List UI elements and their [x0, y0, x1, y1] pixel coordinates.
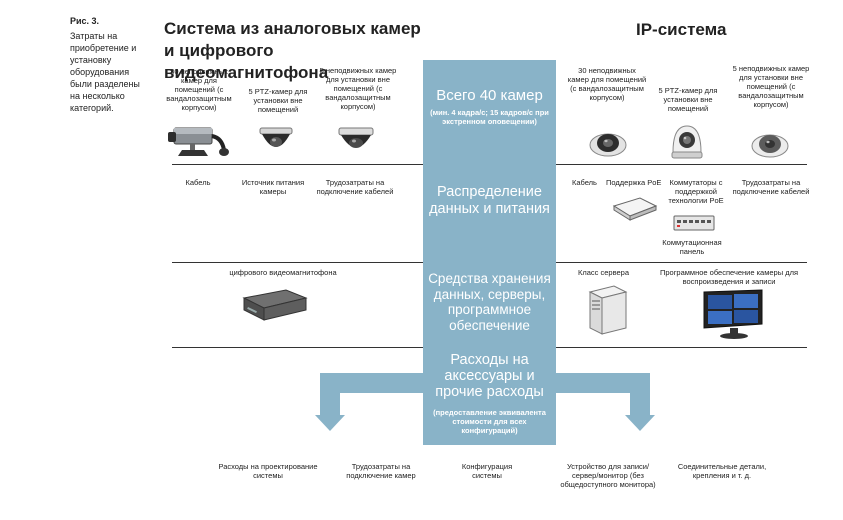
analog-fixed-outdoor-label: 5 неподвижных камер для установки вне по… [319, 66, 397, 111]
center-cameras-subtitle: (мин. 4 кадра/с; 15 кадров/с при экстрен… [430, 108, 549, 126]
network-switch-icon [673, 215, 715, 231]
analog-outdoor-dome-icon [338, 127, 374, 148]
ip-patch-panel-label: Коммутационная панель [662, 238, 722, 256]
ip-cable-label: Кабель [572, 178, 597, 187]
ip-outdoor-dome-icon [751, 134, 789, 158]
ip-fixed-indoor-label: 30 неподвижных камер для помещений (с ва… [567, 66, 647, 102]
system-configuration-label: Конфигурация системы [461, 462, 513, 480]
figure-caption: Затраты на приобретение и установку обор… [70, 31, 140, 113]
ip-poe-label: Поддержка PoE [606, 178, 662, 187]
ip-system-heading: IP-система [636, 20, 727, 39]
ip-fixed-outdoor-label: 5 неподвижных камер для установки вне по… [732, 64, 810, 109]
analog-power-supply-label: Источник питания камеры [241, 178, 305, 196]
server-tower-icon [588, 285, 628, 335]
ip-indoor-dome-icon [589, 133, 627, 157]
analog-fixed-indoor-label: 30 неподвижных камер для помещений (с ва… [166, 67, 232, 112]
poe-injector-icon [612, 197, 658, 221]
box-camera-icon [168, 127, 229, 156]
right-arrow-stem [630, 390, 650, 417]
design-costs-label: Расходы на проектирование системы [218, 462, 318, 480]
center-storage: Средства хранения данных, серверы, прогр… [428, 271, 551, 333]
camera-install-labor-label: Трудозатраты на подключение камер [346, 462, 416, 480]
dvr-recorder-icon [242, 289, 308, 321]
monitor-icon [703, 289, 763, 339]
center-cameras-title: Всего 40 камер [436, 87, 543, 104]
center-accessories-title: Расходы на аксессуары и прочие расходы [435, 352, 544, 400]
analog-cabling-labor-label: Трудозатраты на подключение кабелей [316, 178, 394, 196]
connectors-mounts-label: Соединительные детали, крепления и т. д. [677, 462, 767, 480]
arrow-crossbar [320, 373, 650, 393]
center-distribution: Распределение данных и питания [429, 184, 550, 217]
ip-ptz-label: 5 PTZ-камер для установки вне помещений [658, 86, 718, 113]
ip-ptz-camera-icon [671, 125, 703, 159]
ip-poe-switches-label: Коммутаторы с поддержкой технологии PoE [668, 178, 724, 205]
ip-server-label: Класс сервера [578, 268, 630, 277]
right-arrow-head [625, 415, 655, 431]
figure-number: Рис. 3. [70, 16, 100, 26]
ip-software-label: Программное обеспечение камеры для воспр… [659, 268, 799, 286]
recorder-server-monitor-label: Устройство для записи/сервер/монитор (бе… [560, 462, 656, 489]
analog-system-heading: Система из аналоговых камер и цифрового … [164, 19, 421, 82]
left-arrow-head [315, 415, 345, 431]
analog-cable-label: Кабель [185, 178, 211, 187]
analog-ptz-label: 5 PTZ-камер для установки вне помещений [248, 87, 308, 114]
analog-dvr-label: цифрового видеомагнитофона [229, 268, 337, 277]
analog-ptz-dome-icon [259, 127, 293, 147]
center-accessories-subtitle: (предоставление эквивалента стоимости дл… [433, 408, 546, 435]
left-arrow-stem [320, 390, 340, 417]
ip-cabling-labor-label: Трудозатраты на подключение кабелей [732, 178, 810, 196]
